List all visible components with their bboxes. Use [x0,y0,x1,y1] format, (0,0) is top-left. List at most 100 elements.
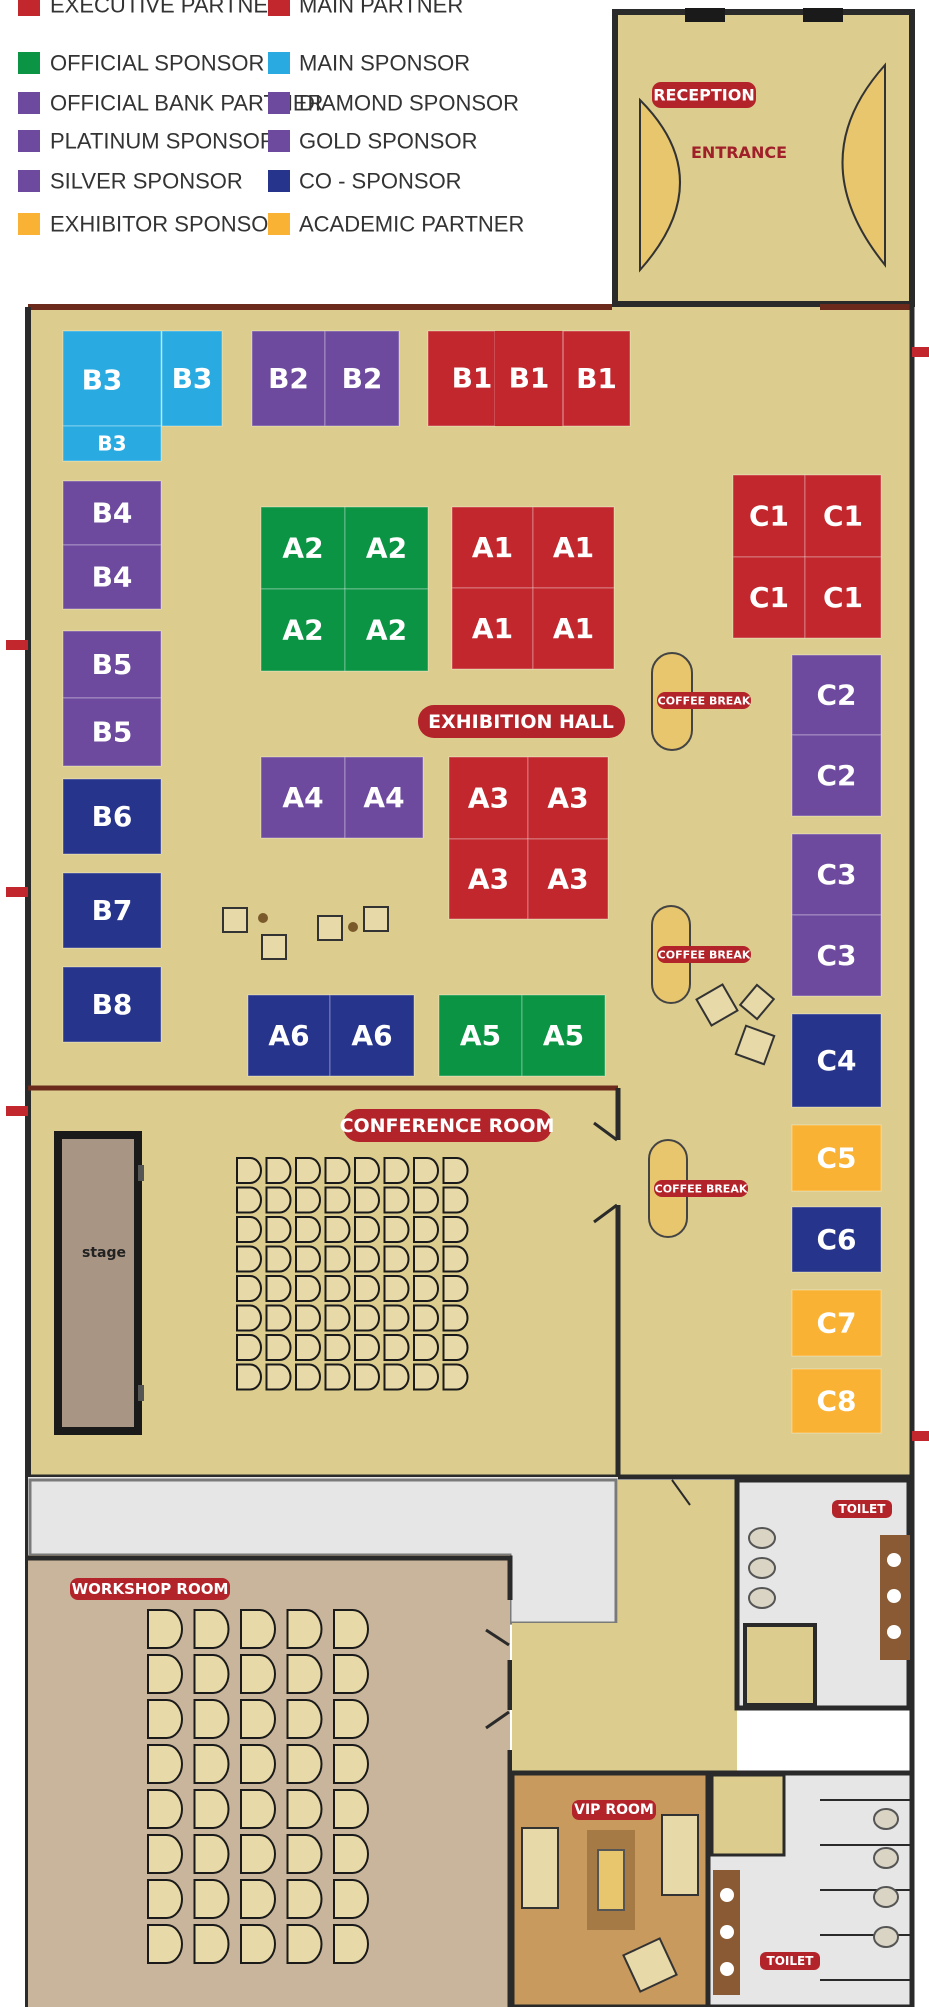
booth-c1[interactable]: C1 [804,556,882,639]
booth-a1[interactable]: A1 [532,506,615,589]
toilet-bowl-icon [873,1886,899,1908]
reception-tag: RECEPTION [652,82,756,108]
booth-a6[interactable]: A6 [329,994,415,1077]
booth-b5[interactable]: B5 [62,697,162,767]
booth-block [532,506,615,589]
corridor [510,1477,618,1625]
coffee-tag [654,1180,748,1197]
booth-c2[interactable]: C2 [791,654,882,736]
legend-label: PLATINUM SPONSOR [50,129,276,154]
chair-icon [265,1304,292,1332]
chair-icon [147,1834,183,1874]
lobby-door [671,1479,691,1506]
vip-room-label: VIP ROOM [574,1802,654,1818]
booth-block [791,734,882,817]
chair-icon [240,1609,276,1649]
workshop-seating [147,1609,369,1964]
entrance-door-right [841,62,886,268]
chair-icon [265,1186,292,1214]
legend-swatch [268,52,290,74]
booth-b1[interactable]: B1 [427,330,496,427]
coffee-break-label: COFFEE BREAK [658,695,751,708]
chair-icon [413,1216,439,1243]
booth-b1[interactable]: B1 [562,330,631,427]
booth-c1[interactable]: C1 [732,556,806,639]
booth-c8[interactable]: C8 [791,1368,882,1434]
booth-a6[interactable]: A6 [247,994,331,1077]
conference-seating [236,1157,469,1391]
booth-b3[interactable]: B3 [161,330,223,427]
booth-a4[interactable]: A4 [344,756,424,839]
chair-icon [333,1654,369,1694]
booth-b8[interactable]: B8 [62,966,162,1043]
chair-icon [324,1334,351,1361]
booth-c7[interactable]: C7 [791,1289,882,1357]
booth-b4[interactable]: B4 [62,480,162,546]
booth-block [438,994,523,1077]
booth-b7[interactable]: B7 [62,872,162,949]
booth-b2[interactable]: B2 [324,330,400,427]
booth-label: C1 [749,500,789,533]
booth-b1[interactable]: B1 [495,331,563,426]
booth-b4[interactable]: B4 [62,544,162,610]
toilet-bowl-icon [748,1587,776,1609]
chair-icon [354,1186,380,1214]
booth-label: A5 [543,1019,584,1052]
booth-a1[interactable]: A1 [532,587,615,670]
booth-b2[interactable]: B2 [251,330,326,427]
chair-icon [240,1654,276,1694]
workshop-wall [28,1555,513,1600]
booth-a4[interactable]: A4 [260,756,346,839]
booth-a5[interactable]: A5 [521,994,606,1077]
booth-c4[interactable]: C4 [791,1013,882,1108]
conference-room-badge [343,1109,552,1142]
chair-icon [193,1879,230,1919]
booth-c1[interactable]: C1 [732,474,806,558]
booth-a1[interactable]: A1 [451,587,534,670]
chair-icon [240,1924,276,1964]
stage-platform [54,1131,142,1435]
booth-a2[interactable]: A2 [344,506,429,590]
chair-icon [236,1304,262,1332]
coffee-break-label: COFFEE BREAK [655,1183,748,1196]
chair-icon [383,1216,410,1243]
booth-c5[interactable]: C5 [791,1124,882,1192]
coffee-tag [657,692,751,709]
booth-a2[interactable]: A2 [260,506,346,590]
chair-icon [193,1744,230,1784]
booth-c3[interactable]: C3 [791,914,882,997]
booth-a3[interactable]: A3 [448,756,529,840]
booth-c3[interactable]: C3 [791,833,882,916]
booth-b5[interactable]: B5 [62,630,162,699]
workshop-room-label: WORKSHOP ROOM [72,1580,229,1598]
booth-b6[interactable]: B6 [62,778,162,855]
booth-label: A3 [547,863,588,896]
booth-a1[interactable]: A1 [451,506,534,589]
legend-label: EXHIBITOR SPONSOR [50,212,284,237]
chair-icon [295,1363,321,1391]
coffee-break-2: COFFEE BREAK [651,905,751,1004]
booth-a2[interactable]: A2 [344,588,429,672]
booth-a3[interactable]: A3 [448,838,529,920]
chair-icon [413,1186,439,1214]
booth-a3[interactable]: A3 [527,838,609,920]
booth-c2[interactable]: C2 [791,734,882,817]
chair-icon [236,1363,262,1391]
chair-icon [383,1275,410,1302]
booth-c1[interactable]: C1 [804,474,882,558]
booth-c6[interactable]: C6 [791,1206,882,1273]
chair-icon [240,1789,276,1829]
booth-b3[interactable]: B3 [62,330,162,427]
chair-icon [333,1699,369,1739]
reception-area: RECEPTION ENTRANCE [612,8,915,307]
booth-b3[interactable]: B3 [62,425,162,462]
booth-block [732,556,806,639]
booth-a3[interactable]: A3 [527,756,609,840]
booth-block [260,588,346,672]
booth-a5[interactable]: A5 [438,994,523,1077]
booth-a2[interactable]: A2 [260,588,346,672]
chair-icon [383,1157,410,1184]
booth-block [62,480,162,546]
coffee-break-label: COFFEE BREAK [658,949,751,962]
booth-label: C7 [816,1307,856,1340]
